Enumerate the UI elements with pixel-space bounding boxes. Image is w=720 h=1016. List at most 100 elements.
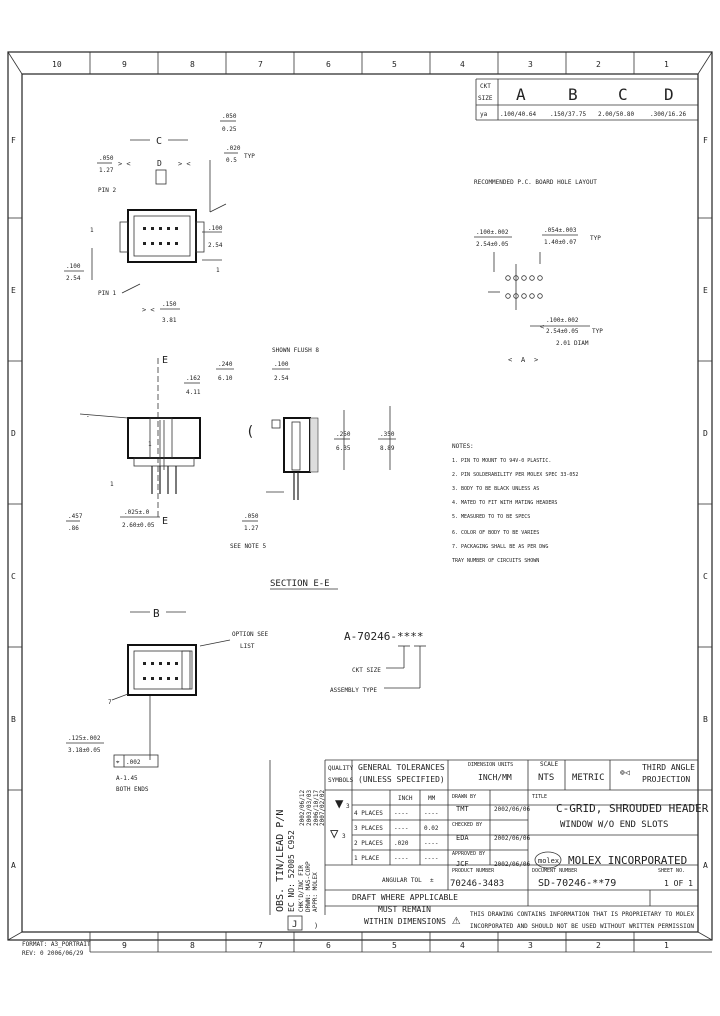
tb-draft-2: MUST REMAIN	[378, 905, 431, 914]
zone-row-d: D	[11, 429, 16, 438]
zone-col-5-bottom: 5	[392, 941, 397, 950]
tv-dim-381: 3.81	[162, 317, 177, 324]
size-table: CKT SIZE ya A B C D .100/40.64 .150/37.7…	[475, 78, 698, 121]
fv-tol-box: .002	[126, 759, 141, 766]
fv-option: OPTION SEE	[232, 631, 269, 638]
footer: FORMAT: A3_PORTRAIT REV: 0 2006/06/29	[22, 941, 91, 957]
svg-text:>: >	[534, 356, 538, 364]
note-7: 7. PACKAGING SHALL BE AS PER DWG	[452, 544, 548, 550]
tb-metric: METRIC	[572, 773, 605, 783]
tb-drawn-by: DRAWN BY	[452, 794, 476, 800]
tv-dim-top2: 0.25	[222, 126, 237, 133]
size-letter-c: C	[618, 85, 628, 104]
tb-proprietary-1: THIS DRAWING CONTAINS INFORMATION THAT I…	[470, 911, 694, 918]
tv-dim-127: 1.27	[99, 167, 114, 174]
tb-third-angle: THIRD ANGLE	[642, 763, 695, 772]
outer-border	[7, 51, 713, 941]
zone-row-a: A	[11, 861, 16, 870]
tv-dim-050: .050	[99, 155, 114, 162]
title-block: QUALITY SYMBOLS GENERAL TOLERANCES (UNLE…	[325, 759, 709, 930]
tb-angular: ANGULAR TOL	[382, 877, 422, 884]
size-table-ref: ya	[480, 111, 488, 118]
svg-text:<: <	[540, 323, 544, 331]
tb-drawn-date: 2002/06/06	[494, 806, 531, 813]
tv-dim-020: .020	[226, 145, 241, 152]
tb-place-in-1: ----	[394, 855, 408, 862]
notes-title: NOTES:	[452, 443, 474, 450]
rev-line-2: EC NO: 52005 C952	[287, 830, 296, 912]
sv-dim-889: 8.89	[380, 445, 395, 452]
svg-text:1: 1	[110, 481, 114, 488]
sv-dim-411: 4.11	[186, 389, 201, 396]
pcb-dim-a2: 2.54±0.05	[476, 241, 509, 248]
svg-text:J: J	[292, 920, 297, 930]
svg-text:3: 3	[346, 803, 350, 810]
sv-dim-86: .86	[68, 525, 79, 532]
tb-part-no: 70246-3483	[450, 879, 504, 889]
tb-place-in-2: .020	[394, 840, 409, 847]
note-3: 3. BODY TO BE BLACK UNLESS AS	[452, 486, 539, 492]
zone-col-10: 10	[52, 60, 62, 69]
tb-title-2: WINDOW W/O END SLOTS	[560, 820, 668, 830]
fv-assy-type: ASSEMBLY TYPE	[330, 687, 377, 694]
sv-shown: SHOWN FLUSH 8	[272, 347, 319, 354]
size-value-d: .300/16.26	[650, 111, 687, 118]
zone-col-6: 6	[326, 60, 331, 69]
sv-marker-e-top: E	[162, 355, 168, 366]
zone-col-2: 2	[596, 60, 601, 69]
pcb-dim-a1: .100±.002	[476, 229, 509, 236]
tb-place-3: 3 PLACES	[354, 825, 383, 832]
tb-place-mm-3: 0.02	[424, 825, 439, 832]
tb-company: MOLEX INCORPORATED	[568, 854, 687, 867]
bottom-zone-ruler: 9 8 7 6 5 4 3 2 1	[89, 932, 712, 953]
tv-pins	[143, 227, 178, 245]
sv-dim-100: .100	[274, 361, 289, 368]
note-1: 1. PIN TO MOUNT TO 94V-0 PLASTIC.	[452, 458, 551, 464]
tb-dims-mm: MM	[428, 795, 436, 802]
tb-sheet-lbl: SHEET NO.	[658, 868, 685, 874]
sv-dim-635: 6.35	[336, 445, 351, 452]
footer-format: FORMAT: A3_PORTRAIT	[22, 941, 91, 948]
zone-col-1-bottom: 1	[664, 941, 669, 950]
pcb-dim-b1: .054±.003	[544, 227, 577, 234]
footer-rev: REV: 0 2006/06/29	[22, 950, 84, 957]
svg-text:3: 3	[342, 833, 346, 840]
svg-text:<: <	[508, 356, 512, 364]
section-view: E .240 6.10 .162 4.11 - 1 1 .457 .86 .02…	[66, 347, 396, 590]
tb-doc-lbl: DOCUMENT NUMBER	[532, 868, 578, 874]
note-2: 2. PIN SOLDERABILITY PER MOLEX SPEC 33-0…	[452, 472, 578, 478]
size-value-a: .100/40.64	[500, 111, 537, 118]
sv-dim-240: .240	[218, 361, 233, 368]
rev-date-2: 2003/03/03	[306, 789, 313, 826]
tb-approved-by: APPROVED BY	[452, 851, 485, 857]
zone-row-c-right: C	[703, 572, 708, 581]
zone-col-4-bottom: 4	[460, 941, 465, 950]
pcb-holes	[505, 275, 543, 299]
pcb-title: RECOMMENDED P.C. BOARD HOLE LAYOUT	[474, 179, 597, 186]
front-view: B OPTION SEE LIST A-70246-**** CKT SIZE …	[66, 607, 426, 793]
tv-dim-d: D	[157, 159, 162, 168]
svg-text:▼: ▼	[335, 796, 344, 812]
pcb-dim-c3: 2.01 DIAM	[556, 340, 589, 347]
rev-line-4: DRWN: MAS-CORP	[305, 861, 312, 912]
sv-profile-body	[283, 417, 311, 473]
zone-col-9: 9	[122, 60, 127, 69]
tv-dim-typ: TYP	[244, 153, 255, 160]
size-letter-d: D	[664, 85, 674, 104]
rev-date-1: 2002/06/12	[299, 789, 306, 826]
size-letter-b: B	[568, 85, 578, 104]
svg-text:1: 1	[148, 441, 152, 448]
pcb-dim-c2: 2.54±0.05	[546, 328, 579, 335]
tv-dim-254b: 2.54	[66, 275, 81, 282]
tb-quality: QUALITY	[328, 765, 354, 772]
tb-symbols: SYMBOLS	[328, 777, 354, 784]
top-view: .050 0.25 C .050 1.27 > < D > < PIN 2 .0…	[64, 113, 255, 324]
fv-part-code: A-70246-****	[344, 630, 423, 643]
zone-col-7: 7	[258, 60, 263, 69]
tb-place-in-4: ----	[394, 810, 408, 817]
sv-dim-025: .025±.0	[124, 509, 150, 516]
tb-drawn-val: TMT	[456, 805, 469, 813]
sv-dim-050: .050	[244, 513, 259, 520]
